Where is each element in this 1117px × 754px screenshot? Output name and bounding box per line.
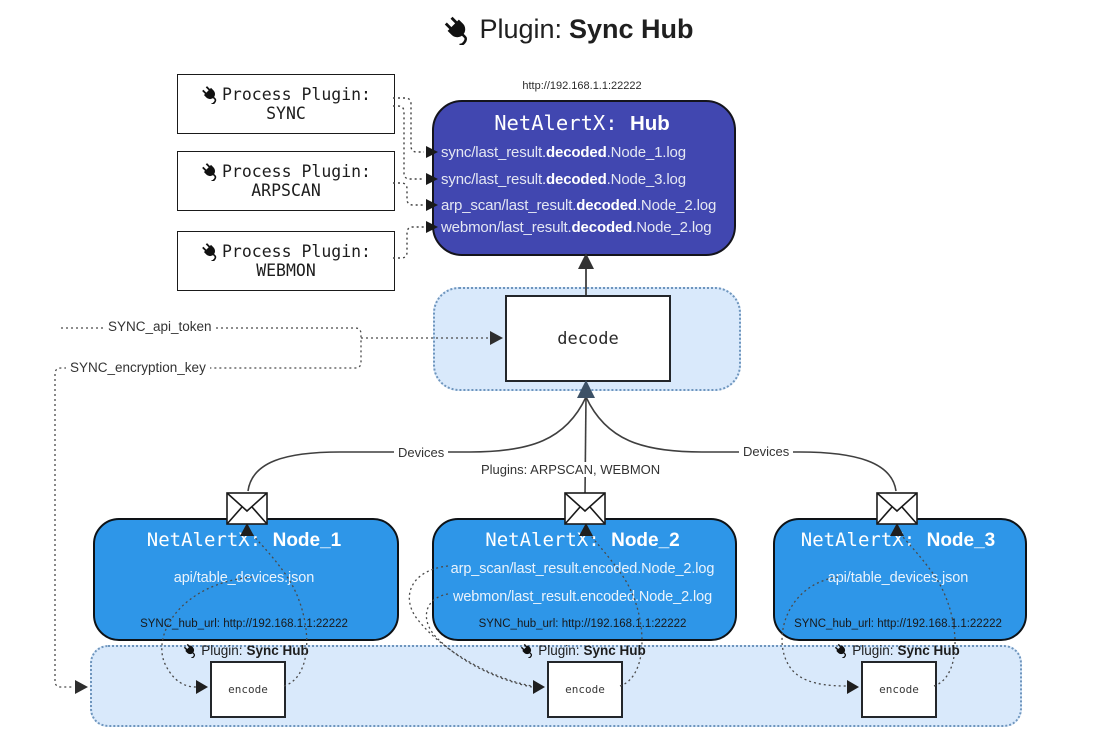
process-plugin-name: WEBMON bbox=[256, 261, 316, 280]
plug-icon bbox=[834, 643, 849, 658]
hub-url-label: http://192.168.1.1:22222 bbox=[522, 80, 642, 92]
node-3-file: api/table_devices.json bbox=[827, 570, 969, 586]
sync-api-token-label: SYNC_api_token bbox=[104, 319, 216, 334]
node-1-hub-url: SYNC_hub_url: http://192.168.1.1:22222 bbox=[140, 618, 348, 630]
process-plugin-name: SYNC bbox=[266, 104, 306, 123]
plug-icon bbox=[201, 242, 220, 261]
devices-edges bbox=[247, 396, 897, 496]
hub-title-prefix: NetAlertX: bbox=[494, 111, 630, 135]
plugins-edge-label: Plugins: ARPSCAN, WEBMON bbox=[477, 462, 665, 477]
sync-encryption-key-label: SYNC_encryption_key bbox=[66, 360, 210, 375]
process-plugin-webmon: Process Plugin: WEBMON bbox=[177, 231, 395, 291]
node-3-hub-url: SYNC_hub_url: http://192.168.1.1:22222 bbox=[794, 618, 1002, 630]
node-2-file: arp_scan/last_result.encoded.Node_2.log bbox=[450, 561, 715, 577]
hub-log-line: sync/last_result.decoded.Node_3.log bbox=[441, 171, 686, 188]
encode-zone-in-arrow bbox=[75, 680, 88, 694]
plug-icon bbox=[183, 643, 198, 658]
encode-box-1: encode bbox=[210, 661, 286, 718]
plug-icon bbox=[201, 85, 220, 104]
encoder-plugin-label: Plugin:Sync Hub bbox=[483, 643, 683, 658]
plug-icon bbox=[443, 15, 473, 45]
process-plugin-label: Process Plugin: bbox=[221, 242, 371, 261]
hub-title-name: Hub bbox=[629, 112, 670, 135]
encoder-plugin-label: Plugin:Sync Hub bbox=[146, 643, 346, 658]
devices-edge-label-right: Devices bbox=[739, 444, 794, 459]
devices-edge-label-left: Devices bbox=[394, 445, 449, 460]
process-plugin-label: Process Plugin: bbox=[221, 162, 371, 181]
decode-label: decode bbox=[557, 328, 619, 349]
node-2-hub-url: SYNC_hub_url: http://192.168.1.1:22222 bbox=[478, 618, 687, 630]
encode-box-2: encode bbox=[547, 661, 623, 718]
process-plugin-label: Process Plugin: bbox=[221, 85, 371, 104]
process-plugin-sync: Process Plugin: SYNC bbox=[177, 74, 395, 134]
hub-log-line: webmon/last_result.decoded.Node_2.log bbox=[441, 219, 712, 236]
plug-icon bbox=[201, 162, 220, 181]
node-1-title: NetAlertX: Node_1 bbox=[146, 529, 342, 551]
hub-box bbox=[432, 100, 736, 256]
node-2-title: NetAlertX: Node_2 bbox=[485, 529, 680, 551]
node-2-file: webmon/last_result.encoded.Node_2.log bbox=[452, 589, 713, 605]
page-title: Plugin: Sync Hub bbox=[10, 14, 1117, 45]
hub-log-line: sync/last_result.decoded.Node_1.log bbox=[441, 144, 686, 161]
hub-log-line: arp_scan/last_result.decoded.Node_2.log bbox=[441, 197, 717, 214]
encode-box-3: encode bbox=[861, 661, 937, 718]
node-3-title: NetAlertX: Node_3 bbox=[800, 529, 996, 551]
title-prefix: Plugin: bbox=[479, 14, 563, 44]
plug-icon bbox=[520, 643, 535, 658]
title-bold: Sync Hub bbox=[569, 14, 694, 44]
process-plugin-arpscan: Process Plugin: ARPSCAN bbox=[177, 151, 395, 211]
process-plugin-name: ARPSCAN bbox=[251, 181, 321, 200]
node-1-file: api/table_devices.json bbox=[173, 570, 315, 586]
plugin-to-hub-connectors bbox=[393, 97, 424, 259]
decode-box: decode bbox=[505, 295, 671, 382]
encoder-plugin-label: Plugin:Sync Hub bbox=[797, 643, 997, 658]
hub-title: NetAlertX: Hub bbox=[432, 111, 732, 136]
